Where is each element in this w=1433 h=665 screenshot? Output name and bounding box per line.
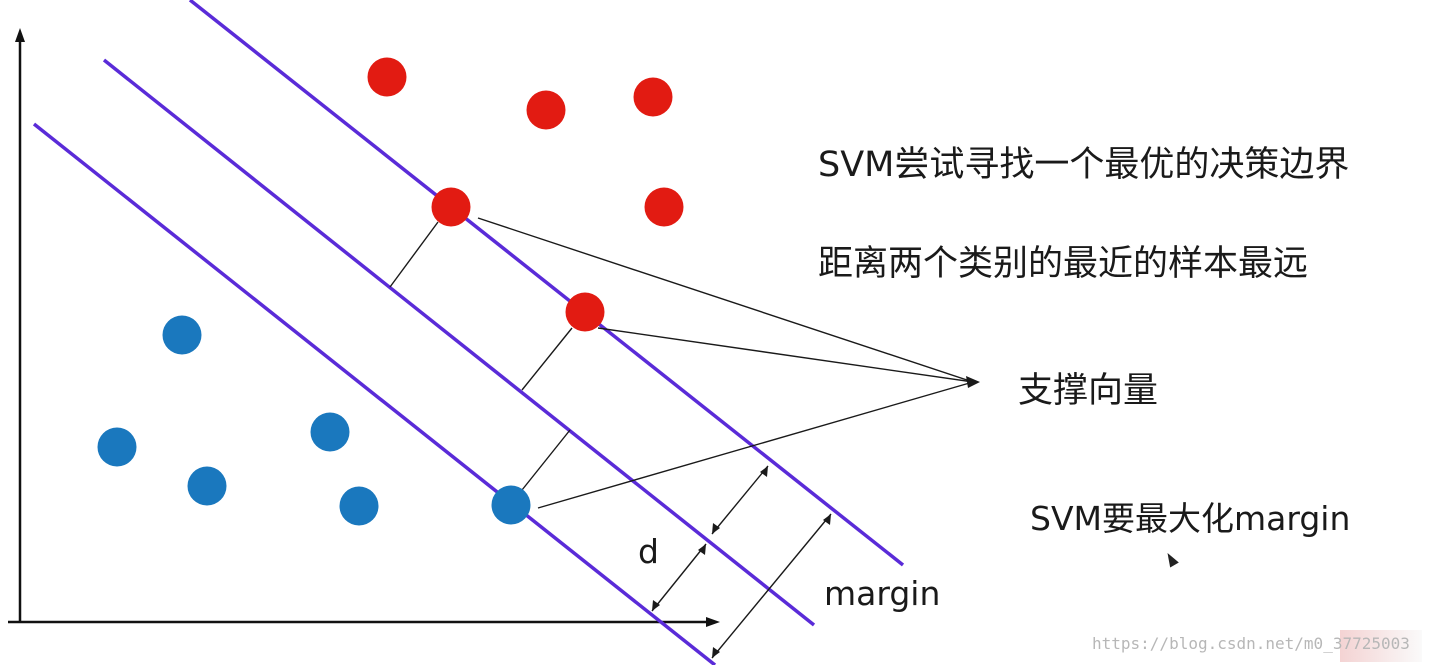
connector-line xyxy=(537,381,974,509)
sample-point-red xyxy=(367,57,407,97)
distance-segments xyxy=(389,221,573,491)
maximize-margin-label: SVM要最大化margin xyxy=(1030,499,1351,538)
red-class-points xyxy=(367,57,684,332)
support-vector-red xyxy=(431,187,471,227)
statement-farthest-samples: 距离两个类别的最近的样本最远 xyxy=(818,244,1309,284)
upper-margin-line xyxy=(188,0,905,567)
sample-point-blue xyxy=(310,412,350,452)
lower-margin-line xyxy=(32,122,717,665)
margin-arrow-head xyxy=(823,514,831,525)
statement-decision-boundary: SVM尝试寻找一个最优的决策边界 xyxy=(818,145,1350,185)
support-vector-blue xyxy=(491,485,531,525)
d-arrow-head xyxy=(698,544,706,555)
sample-point-red xyxy=(526,90,566,130)
watermark-logo xyxy=(1340,630,1422,662)
half-margin-arrow-head xyxy=(712,523,720,534)
half-margin-arrow xyxy=(711,465,769,535)
margin-arrow-head xyxy=(712,647,720,658)
y-axis-arrow xyxy=(15,28,25,42)
distance-segment xyxy=(521,429,571,491)
d-label: d xyxy=(638,532,659,571)
sample-point-blue xyxy=(187,466,227,506)
sample-point-blue xyxy=(162,315,202,355)
d-arrow xyxy=(651,543,707,612)
dimension-arrows xyxy=(651,465,832,659)
sample-point-red xyxy=(644,187,684,227)
boundary-lines xyxy=(32,0,905,665)
support-vector-connectors xyxy=(477,217,980,509)
sample-point-red xyxy=(633,77,673,117)
watermark-url: https://blog.csdn.net/m0_37725003 xyxy=(1092,634,1410,653)
sample-point-blue xyxy=(339,486,379,526)
support-vectors-label: 支撑向量 xyxy=(1018,371,1159,411)
sample-point-blue xyxy=(97,427,137,467)
axes xyxy=(8,28,720,627)
distance-segment xyxy=(389,221,439,288)
connector-line xyxy=(477,217,974,383)
decision-boundary-line xyxy=(102,58,816,627)
support-vector-red xyxy=(565,292,605,332)
connector-arrow-tip xyxy=(966,376,980,388)
distance-segment xyxy=(521,327,573,391)
d-arrow-head xyxy=(652,600,660,611)
margin-label: margin xyxy=(824,574,941,613)
connector-line xyxy=(597,327,974,383)
margin-arrow xyxy=(711,513,832,659)
x-axis-arrow xyxy=(706,617,720,627)
half-margin-arrow-head xyxy=(760,466,768,477)
blue-class-points xyxy=(97,315,531,526)
